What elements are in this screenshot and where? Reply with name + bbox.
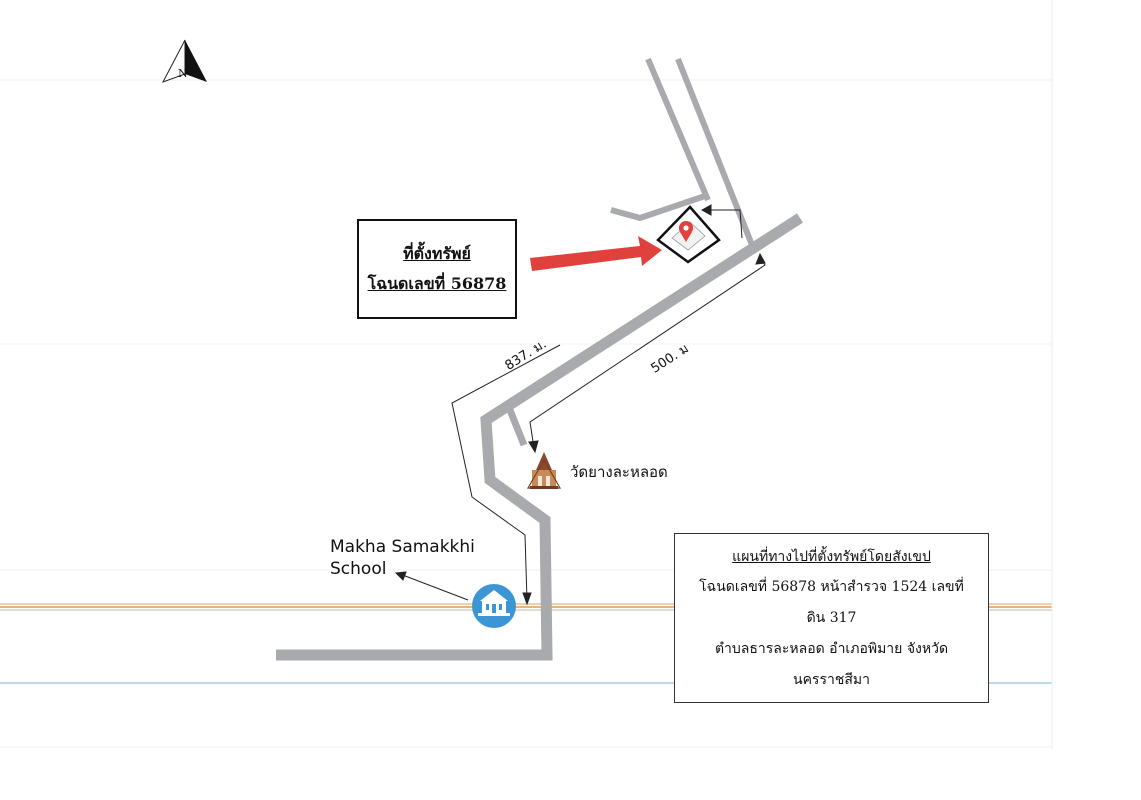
route-837-arrowhead: [522, 592, 532, 606]
route-property-arrowhead: [700, 204, 712, 216]
temple-icon: [526, 452, 562, 489]
property-label-box: ที่ตั้งทรัพย์ โฉนดเลขที่ 56878: [357, 219, 517, 319]
route-property: [706, 209, 743, 239]
route-lines: [394, 204, 766, 606]
temple-label: วัดยางละหลอด: [570, 463, 668, 481]
route-500: [529, 257, 766, 449]
branch-road: [610, 192, 709, 222]
north-label: N: [178, 67, 188, 80]
property-label-line2: โฉนดเลขที่ 56878: [367, 274, 507, 293]
route-500-arrowhead-road: [755, 252, 766, 265]
info-box-title: แผนที่ทางไปที่ตั้งทรัพย์โดยสังเขป: [732, 549, 931, 565]
property-arrow: [530, 236, 662, 271]
school-pointer-arrowhead: [394, 571, 407, 581]
info-box: แผนที่ทางไปที่ตั้งทรัพย์โดยสังเขป โฉนดเล…: [674, 533, 989, 703]
school-icon: [472, 584, 516, 628]
info-box-line1: โฉนดเลขที่ 56878 หน้าสำรวจ 1524 เลขที่: [699, 579, 964, 595]
route-837: [451, 344, 561, 601]
school-label-line1: Makha Samakkhi: [330, 537, 475, 557]
scan-lines: [0, 0, 1053, 750]
roads: [276, 57, 803, 661]
route-500-arrowhead-temple: [528, 440, 539, 454]
school-label: Makha Samakkhi School: [330, 536, 475, 580]
temple-spur: [506, 408, 528, 447]
main-road: [276, 213, 803, 661]
property-marker-icon: [656, 205, 721, 264]
north-road-left: [645, 57, 711, 202]
property-label-line1: ที่ตั้งทรัพย์: [403, 244, 471, 263]
info-box-line4: นครราชสีมา: [793, 672, 870, 688]
school-pointer: [399, 573, 469, 601]
info-box-line2: ดิน 317: [806, 610, 857, 626]
school-label-line2: School: [330, 559, 387, 579]
north-arrow-icon: [161, 39, 207, 83]
north-road-right: [675, 57, 755, 247]
info-box-line3: ตำบลธารละหลอด อำเภอพิมาย จังหวัด: [714, 641, 949, 657]
